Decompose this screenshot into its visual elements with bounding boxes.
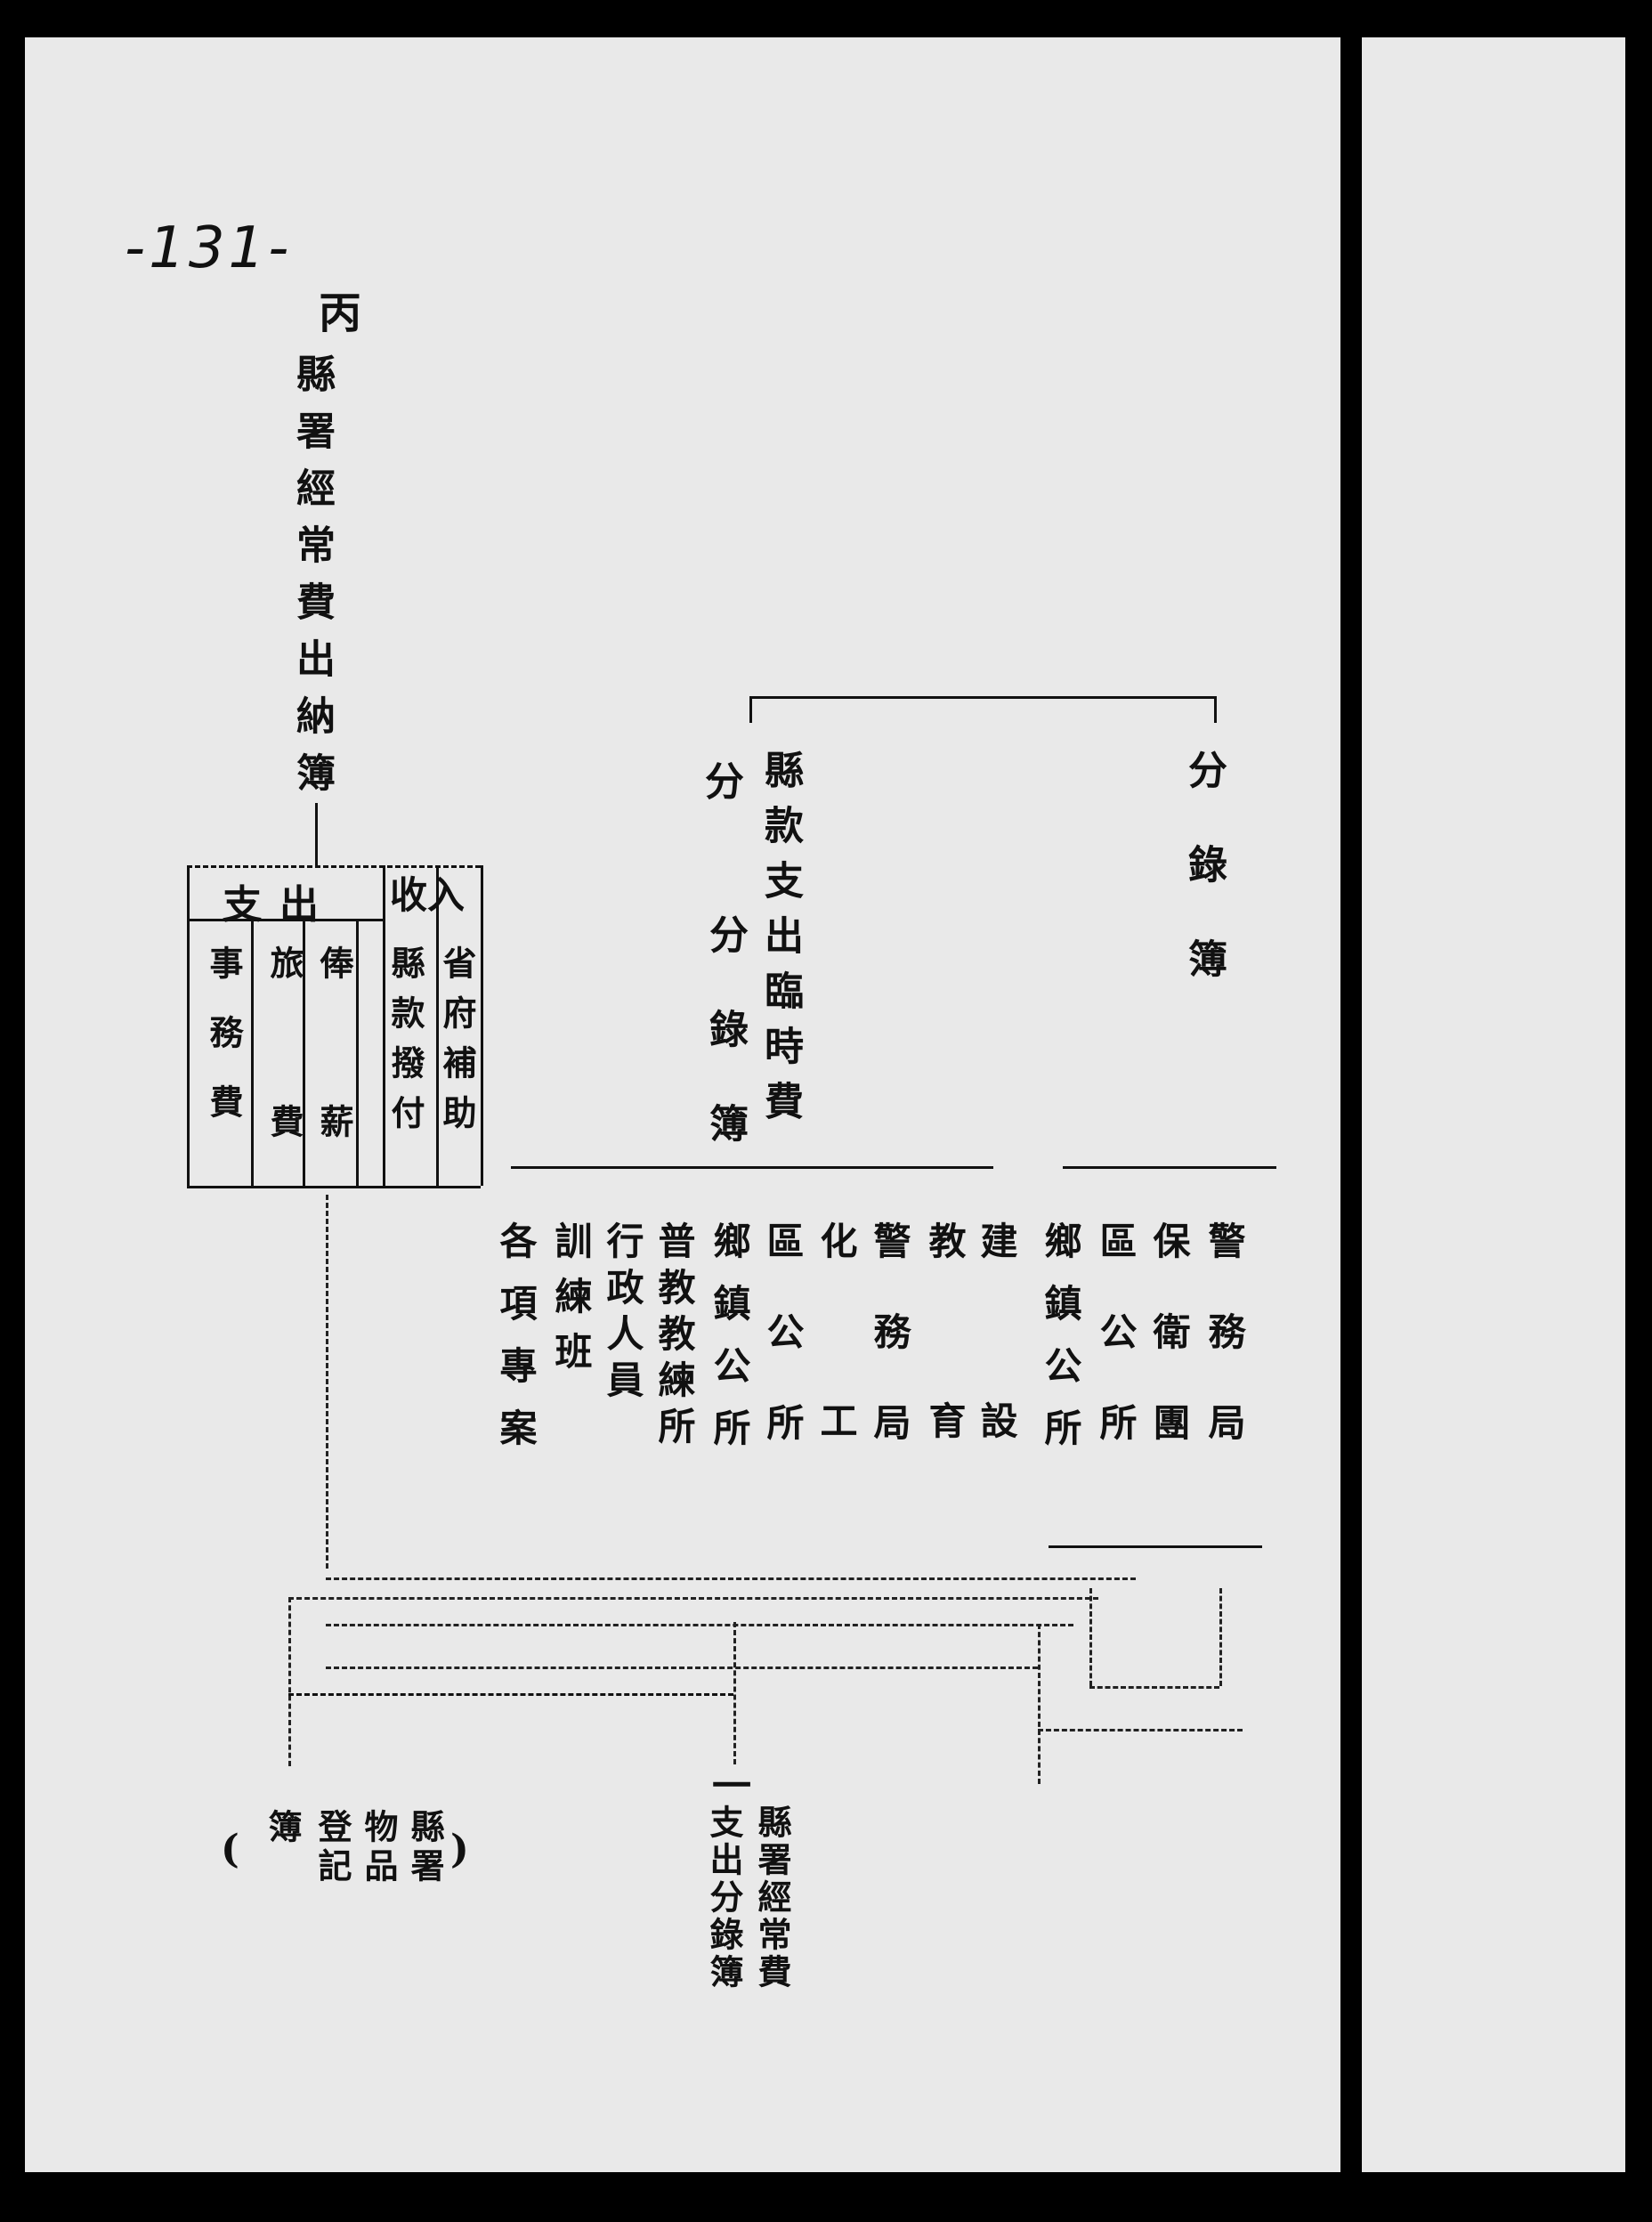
left-journal-label: 分錄簿 (702, 914, 748, 1197)
item-education: 教育 (923, 1221, 967, 1581)
item-construction: 建設 (975, 1221, 1018, 1581)
ledger-table: 支出 收入 省府補助 縣款撥付 俸薪 旅費 事務費 (187, 865, 483, 1262)
page-number: -131- (125, 215, 293, 281)
register-line-1: 縣署 (405, 1809, 445, 1887)
item-township-office: 鄉鎮公所 (708, 1221, 751, 1471)
flow-center-link (288, 1693, 733, 1696)
paren-open: ( (221, 1827, 239, 1872)
flow-line-4 (326, 1666, 1038, 1669)
header-income: 收入 (390, 873, 466, 917)
header-expense: 支出 (223, 882, 336, 928)
item-special-projects: 各項專案 (494, 1221, 538, 1471)
ledger-down-connector (326, 1195, 328, 1569)
item-right-police-bureau: 警務局 (1203, 1221, 1246, 1494)
flow-left-drop (288, 1597, 291, 1766)
ledger-title: 縣署經常費出納簿 (289, 353, 335, 809)
column-travel: 旅費 (264, 945, 304, 1262)
item-right-district-office: 區公所 (1094, 1221, 1138, 1494)
temporary-expense-label: 縣款支出臨時費 (757, 750, 803, 1136)
flow-outer-bottom (1038, 1729, 1243, 1731)
flow-box-bottom (1089, 1686, 1219, 1689)
item-police-bureau: 警務局 (868, 1221, 911, 1494)
flow-outer-left (1038, 1624, 1041, 1784)
document-page: -131- 丙 縣署經常費出納簿 支出 收入 省府補助 縣款撥付 俸薪 旅費 事… (25, 37, 1340, 2172)
right-items-underline (1049, 1545, 1262, 1548)
register-line-4: 簿 (263, 1809, 303, 1848)
adjacent-page (1362, 37, 1625, 2172)
item-training-institute: 普教教練所 (652, 1221, 696, 1453)
title-connector (315, 803, 318, 865)
journal-mark: 一 (712, 1764, 751, 1809)
right-journal-label: 分錄簿 (1181, 750, 1227, 1033)
paren-close: ) (450, 1827, 469, 1872)
journal-line-2: 支出分錄簿 (704, 1804, 744, 1991)
flow-line-1 (326, 1577, 1136, 1580)
column-salary: 俸薪 (314, 945, 354, 1262)
column-provincial-subsidy: 省府補助 (437, 945, 477, 1145)
item-district-office: 區公所 (761, 1221, 805, 1494)
section-mark: 丙 (319, 288, 362, 338)
flow-box-right (1219, 1588, 1222, 1686)
item-administrative-staff: 行政人員 (601, 1221, 644, 1407)
item-chemical: 化工 (814, 1221, 858, 1581)
branch-prefix: 分 (705, 759, 744, 805)
flow-line-2 (288, 1597, 1098, 1600)
journal-line-1: 縣署經常費 (752, 1804, 792, 1991)
register-line-3: 登記 (312, 1809, 352, 1887)
register-line-2: 物品 (359, 1809, 399, 1887)
item-right-security-corps: 保衛團 (1147, 1221, 1191, 1494)
items-left-bracket (511, 1166, 993, 1169)
flow-box-left (1089, 1588, 1092, 1686)
column-county-allocation: 縣款撥付 (385, 945, 425, 1145)
flow-center-drop (733, 1622, 736, 1764)
item-training-class: 訓練班 (549, 1221, 593, 1387)
items-right-bracket (1063, 1166, 1276, 1169)
column-office-expense: 事務費 (204, 945, 244, 1154)
top-bracket (749, 696, 1214, 699)
item-right-township-office: 鄉鎮公所 (1039, 1221, 1082, 1471)
flow-line-3 (326, 1624, 1073, 1626)
